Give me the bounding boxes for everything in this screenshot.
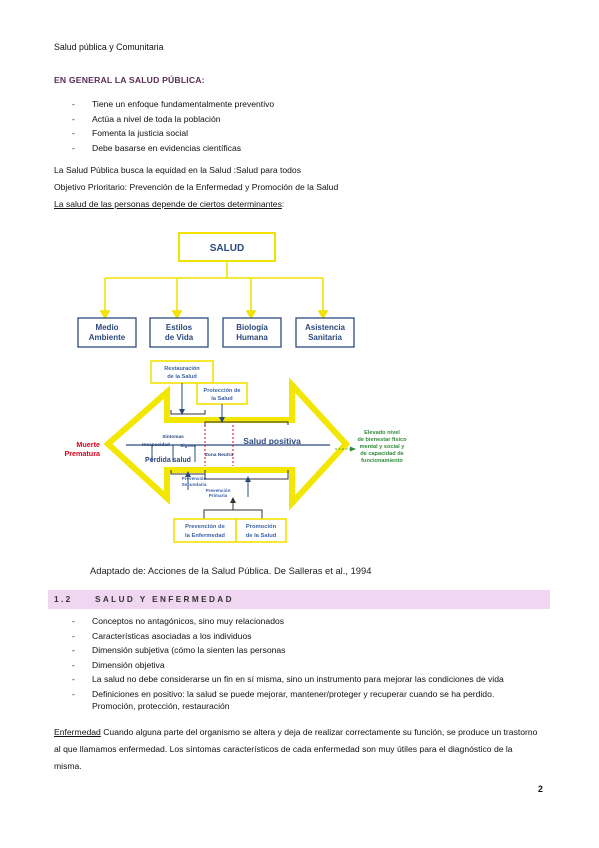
proteccion-label: Protección de — [204, 388, 241, 394]
prev-primaria-label: Prevención — [206, 488, 231, 493]
determinant-label: de Vida — [165, 333, 194, 342]
list-item: Fomenta la justicia social — [72, 126, 274, 141]
health-continuum-arrow — [103, 377, 351, 511]
determinant-label: Medio — [95, 323, 118, 332]
salud-label: SALUD — [210, 243, 244, 254]
list-item: Dimensión subjetiva (cómo la sienten las… — [72, 643, 504, 658]
restauracion-label: Restauración — [164, 366, 200, 372]
determinants-line: La salud de las personas depende de cier… — [54, 199, 285, 209]
determinant-box-estilos — [149, 317, 209, 348]
section-band: 1.2 SALUD Y ENFERMEDAD — [48, 590, 550, 609]
diagram-caption: Adaptado de: Acciones de la Salud Públic… — [90, 565, 372, 576]
page-number: 2 — [538, 784, 543, 794]
list-continuation: Promoción, protección, restauración — [92, 701, 230, 711]
determinant-label: Sanitaria — [308, 333, 342, 342]
enfermedad-paragraph: Enfermedad Cuando alguna parte del organ… — [54, 724, 542, 775]
perdida-salud-label: Pérdida salud — [145, 457, 191, 464]
zona-neutra-label: Zona Neutra — [205, 452, 233, 458]
restauracion-label: de la Salud — [167, 374, 197, 380]
determinant-label: Humana — [236, 333, 268, 342]
determinant-box-asistencia — [295, 317, 355, 348]
paragraph-term: Enfermedad — [54, 727, 101, 737]
list-item: Conceptos no antagónicos, sino muy relac… — [72, 614, 504, 629]
promocion-label: de la Salud — [246, 533, 277, 539]
promocion-label: Promoción — [246, 524, 277, 530]
elevado-label: de capacidad de — [360, 451, 404, 457]
page-header: Salud pública y Comunitaria — [54, 42, 164, 52]
section-number: 1.2 — [54, 595, 73, 604]
elevado-label: mental y social y — [360, 444, 406, 450]
list-item: Definiciones en positivo: la salud se pu… — [72, 687, 504, 702]
determinant-label: Biología — [236, 323, 268, 332]
health-determinants-diagram: SALUD Medio Ambiente Estilos de Vida Bio… — [64, 232, 407, 543]
prevencion-enf-label: la Enfermedad — [185, 533, 225, 539]
bullet-list-2: Conceptos no antagónicos, sino muy relac… — [72, 614, 504, 701]
elevado-label: funcionamiento — [361, 458, 403, 464]
prev-secundaria-label: Prevención — [182, 476, 207, 481]
prev-secundaria-label: Secundaria — [182, 482, 207, 487]
determinant-box-biologia — [222, 317, 282, 348]
signos-label: Signos — [180, 443, 196, 449]
determinant-box-medio — [77, 317, 137, 348]
bullet-list-1: Tiene un enfoque fundamentalmente preven… — [72, 97, 274, 155]
salud-connectors — [99, 261, 329, 320]
list-item: Características asociadas a los individu… — [72, 629, 504, 644]
objective-line: Objetivo Prioritario: Prevención de la E… — [54, 182, 339, 192]
determinant-label: Ambiente — [89, 333, 126, 342]
proteccion-label: la Salud — [211, 396, 233, 402]
salud-positiva-label: Salud positiva — [243, 436, 301, 446]
sintomas-label: Síntomas — [162, 434, 184, 440]
determinant-label: Estilos — [166, 323, 193, 332]
section-title: SALUD Y ENFERMEDAD — [95, 595, 234, 604]
list-item: Actúa a nivel de toda la población — [72, 112, 274, 127]
prevencion-enf-label: Prevención de — [185, 524, 225, 530]
elevado-label: de bienestar físico — [357, 437, 407, 443]
salud-box — [178, 232, 276, 262]
determinant-label: Asistencia — [305, 323, 346, 332]
muerte-label: Muerte — [76, 440, 100, 449]
list-item: Debe basarse en evidencias científicas — [72, 141, 274, 156]
green-arrow-head — [350, 446, 356, 452]
list-item: Dimensión objetiva — [72, 658, 504, 673]
paragraph-text: Cuando alguna parte del organismo se alt… — [54, 727, 538, 771]
elevado-label: Elevado nivel — [364, 430, 400, 436]
incapacidad-label: Incapacidad — [142, 442, 170, 448]
muerte-label: Prematura — [64, 449, 101, 458]
list-item: Tiene un enfoque fundamentalmente preven… — [72, 97, 274, 112]
section-heading: EN GENERAL LA SALUD PÚBLICA: — [54, 75, 205, 85]
prev-primaria-label: Primaria — [209, 493, 228, 498]
equity-line: La Salud Pública busca la equidad en la … — [54, 165, 302, 175]
promocion-salud-box — [235, 518, 287, 543]
list-item: La salud no debe considerarse un fin en … — [72, 672, 504, 687]
